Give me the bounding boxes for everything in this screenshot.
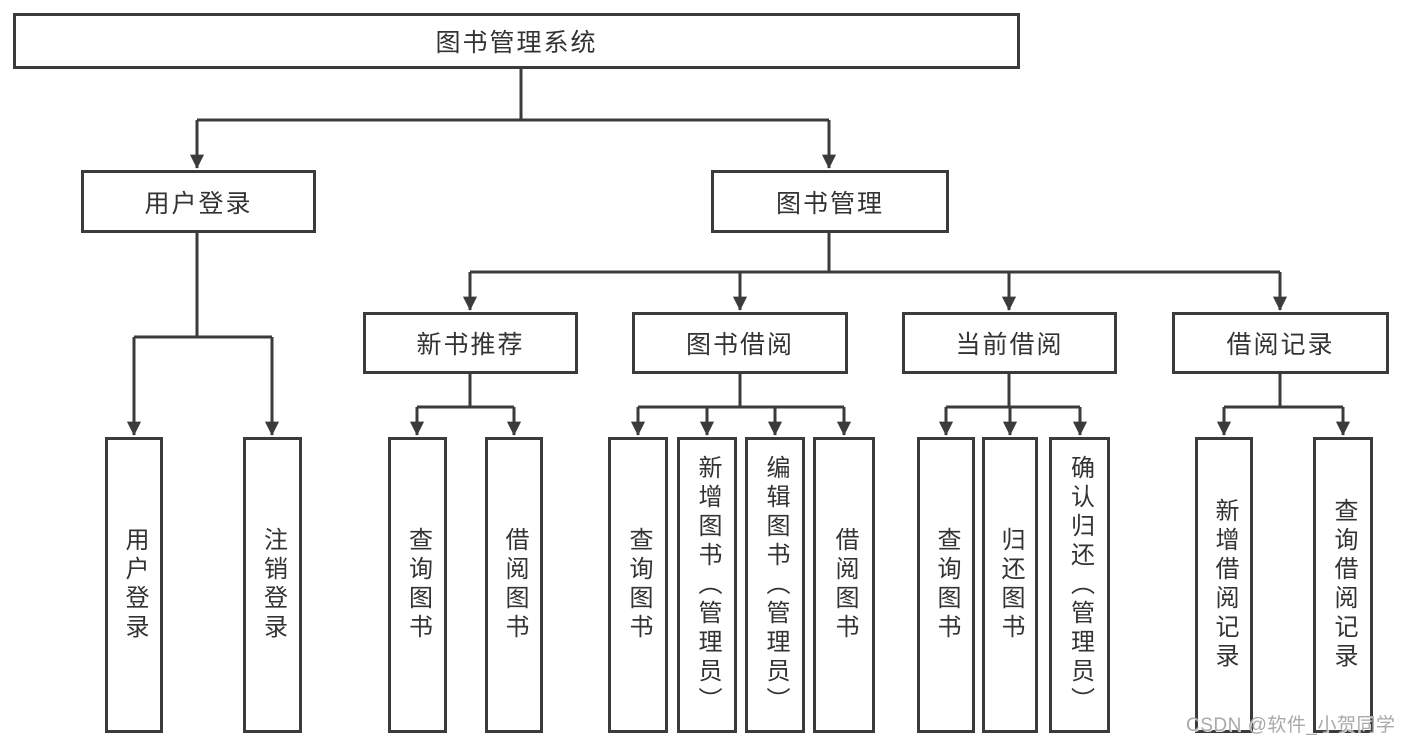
tree-edge-trunks [134, 69, 1343, 409]
leaf-add-borrow-record: 新增借阅记录 [1195, 437, 1253, 733]
node-book-management: 图书管理 [711, 170, 949, 233]
node-book-borrowing: 图书借阅 [632, 312, 848, 374]
node-library-management-system: 图书管理系统 [13, 13, 1020, 69]
leaf-edit-books-admin: 编辑图书（管理员） [745, 437, 805, 733]
leaf-return-books: 归还图书 [982, 437, 1038, 733]
leaf-confirm-return-admin: 确认归还（管理员） [1049, 437, 1110, 733]
leaf-add-books-admin: 新增图书（管理员） [677, 437, 737, 733]
leaf-query-books-current: 查询图书 [917, 437, 975, 733]
leaf-logout: 注销登录 [243, 437, 302, 733]
leaf-query-borrow-record: 查询借阅记录 [1313, 437, 1373, 733]
leaf-borrow-books-borrowing: 借阅图书 [813, 437, 875, 733]
node-current-borrowing: 当前借阅 [902, 312, 1117, 374]
leaf-user-login: 用户登录 [105, 437, 163, 733]
node-new-book-recommendation: 新书推荐 [363, 312, 578, 374]
leaf-query-books-recommend: 查询图书 [388, 437, 447, 733]
csdn-watermark: CSDN @软件_小贺同学 [1186, 715, 1396, 736]
node-borrowing-records: 借阅记录 [1172, 312, 1389, 374]
leaf-query-books-borrowing: 查询图书 [608, 437, 668, 733]
leaf-borrow-books-recommend: 借阅图书 [485, 437, 543, 733]
node-user-login: 用户登录 [81, 170, 316, 233]
tree-edge-arrows [126, 120, 1351, 436]
